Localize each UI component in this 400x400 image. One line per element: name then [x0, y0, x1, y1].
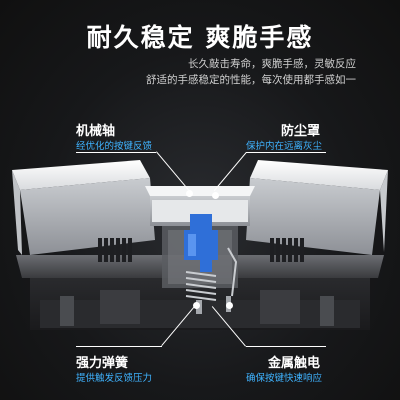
- description-line-1: 长久敲击寿命，爽脆手感，灵敏反应: [188, 58, 356, 70]
- callout-line: [76, 346, 162, 347]
- feature-contact-subtitle: 确保按键快速响应: [246, 373, 323, 384]
- feature-switch-subtitle: 经优化的按键反馈: [76, 141, 153, 152]
- right-keycap-top: [250, 160, 388, 190]
- metal-contact-leaf: [227, 247, 238, 297]
- headline: 耐久稳定 爽脆手感: [86, 23, 314, 52]
- callout-dot: [193, 302, 200, 309]
- callout-line: [246, 346, 326, 347]
- feature-dust-cover-subtitle: 保护内在远离灰尘: [246, 141, 323, 152]
- blue-stem: [190, 214, 212, 230]
- description-line-2: 舒适的手感稳定的性能，每次使用都手感如一: [146, 74, 356, 86]
- left-keycap-side: [12, 170, 22, 255]
- callout-dot: [226, 302, 233, 309]
- left-stem: [60, 296, 74, 326]
- center-keycap-top: [145, 186, 255, 196]
- feature-spring-subtitle: 提供触发反馈压力: [76, 373, 153, 384]
- feature-contact-title: 金属触电: [268, 356, 321, 371]
- left-keycap-top: [12, 160, 150, 190]
- callout-dot: [186, 190, 193, 197]
- callout-dot: [212, 192, 219, 199]
- callout-line: [246, 152, 326, 153]
- callout-line: [76, 152, 156, 153]
- feature-dust-cover-title: 防尘罩: [281, 124, 321, 139]
- spring-coil: [185, 271, 217, 301]
- feature-switch-title: 机械轴: [76, 124, 116, 139]
- right-stem: [320, 296, 334, 326]
- feature-spring-title: 强力弹簧: [76, 356, 129, 371]
